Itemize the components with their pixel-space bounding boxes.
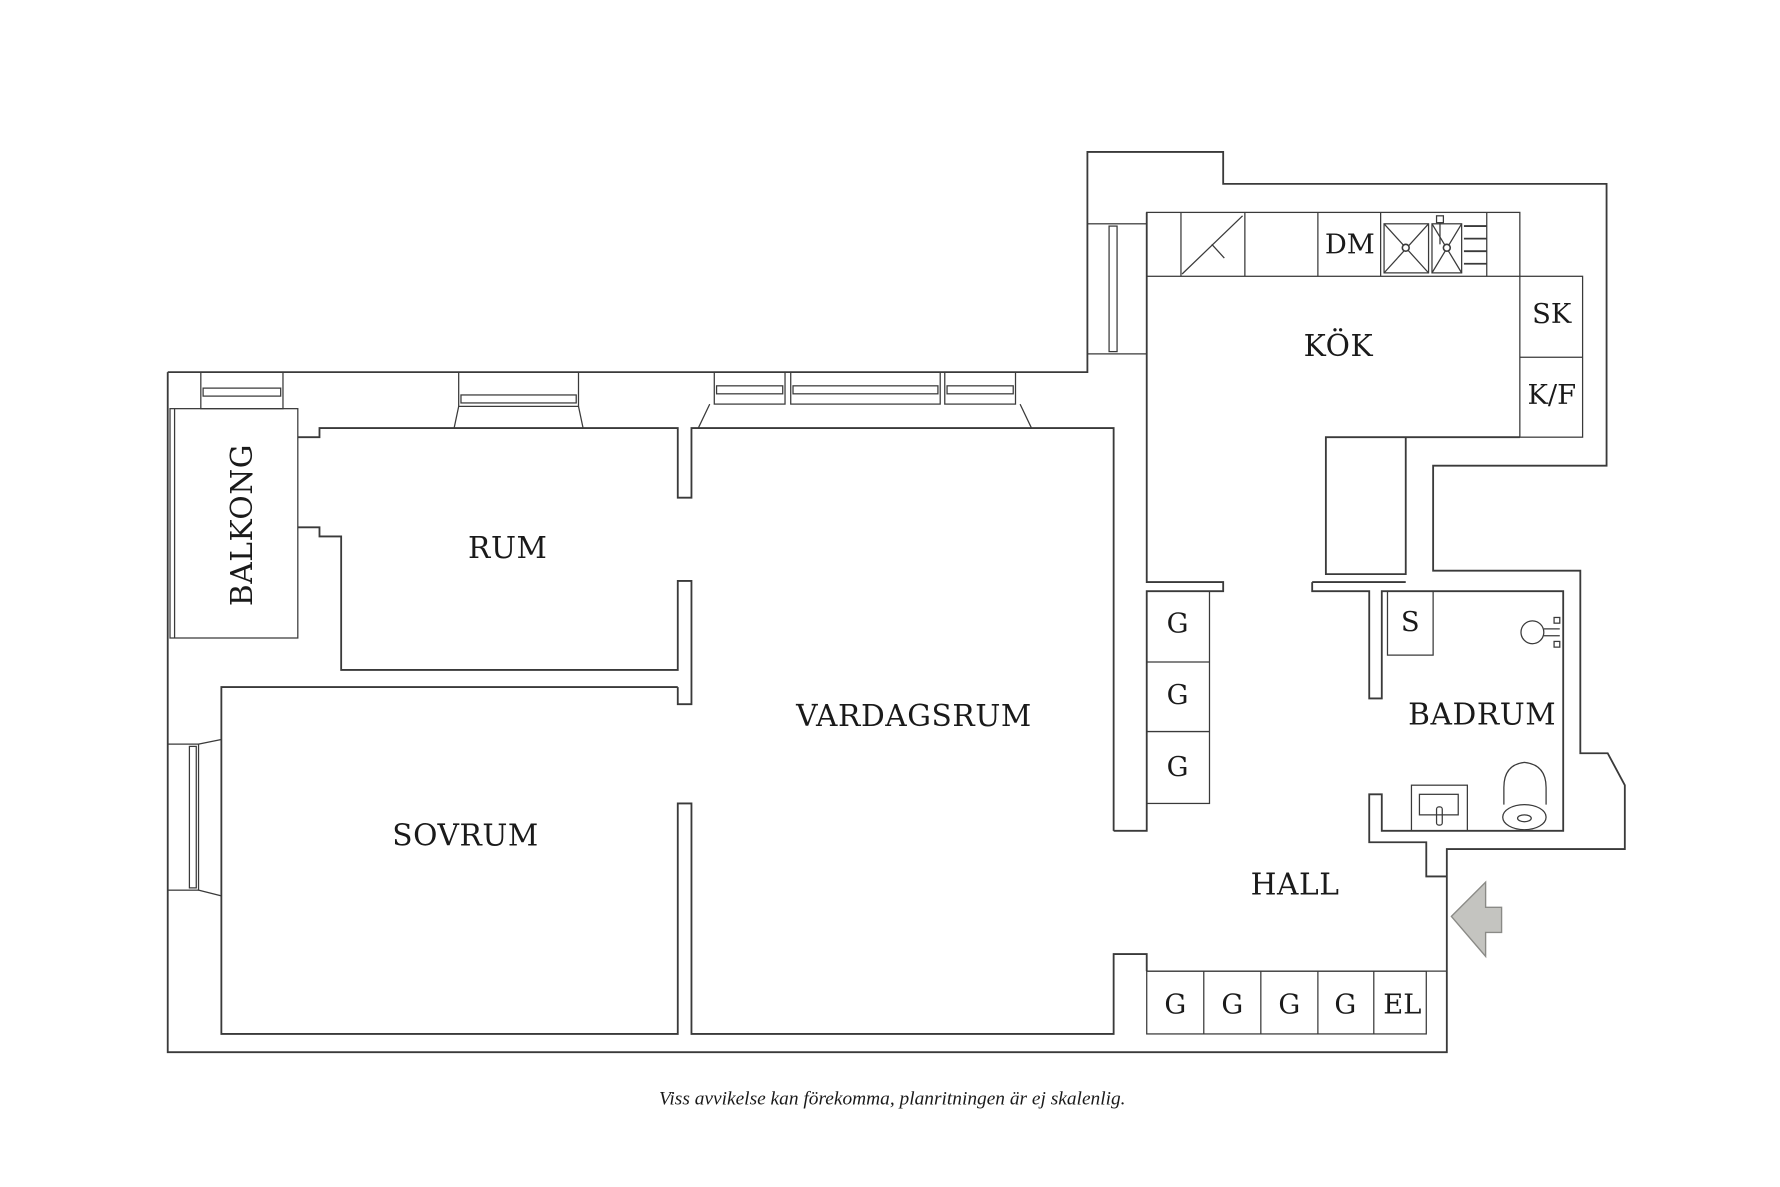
wardrobe-label: G: [1221, 989, 1243, 1020]
fixture-label-sk: SK: [1532, 299, 1572, 330]
window-kitchen: [1086, 223, 1148, 355]
window-top-vardagsrum: [697, 371, 1033, 429]
wardrobe-label: G: [1167, 680, 1189, 711]
wardrobe-label: G: [1167, 752, 1189, 783]
entrance-arrow-icon: [1450, 880, 1503, 959]
room-label-sovrum: SOVRUM: [392, 818, 539, 853]
window-top-1: [200, 371, 284, 410]
wardrobes-side: [1146, 590, 1211, 805]
room-label-rum: RUM: [468, 530, 547, 565]
window-top-rum: [453, 371, 584, 429]
bathroom-walls: [1311, 581, 1565, 878]
room-label-badrum: BADRUM: [1408, 697, 1556, 732]
room-label-balkong: BALKONG: [224, 444, 259, 606]
wardrobe-label: G: [1278, 989, 1300, 1020]
window-sovrum: [167, 738, 222, 897]
room-label-vardagsrum: VARDAGSRUM: [795, 698, 1032, 733]
wardrobe-label: G: [1334, 989, 1356, 1020]
wardrobes-bottom: [1146, 970, 1447, 1035]
disclaimer-caption: Viss avvikelse kan förekomma, planritnin…: [659, 1089, 1126, 1110]
fixture-label-fridge-freezer: K/F: [1527, 380, 1576, 411]
fixture-label-dishwasher: DM: [1325, 229, 1375, 260]
electrical-cabinet-label: EL: [1383, 989, 1421, 1020]
wardrobe-label: G: [1167, 608, 1189, 639]
outer-walls: [166, 151, 1626, 1054]
balcony: [169, 408, 299, 639]
rum-walls: [220, 427, 1148, 1035]
kitchen-walls: [1113, 211, 1584, 832]
room-label-hall: HALL: [1251, 867, 1340, 902]
wardrobe-label: G: [1164, 989, 1186, 1020]
fixture-label-storage: S: [1401, 607, 1420, 638]
room-label-kok: KÖK: [1304, 328, 1374, 363]
